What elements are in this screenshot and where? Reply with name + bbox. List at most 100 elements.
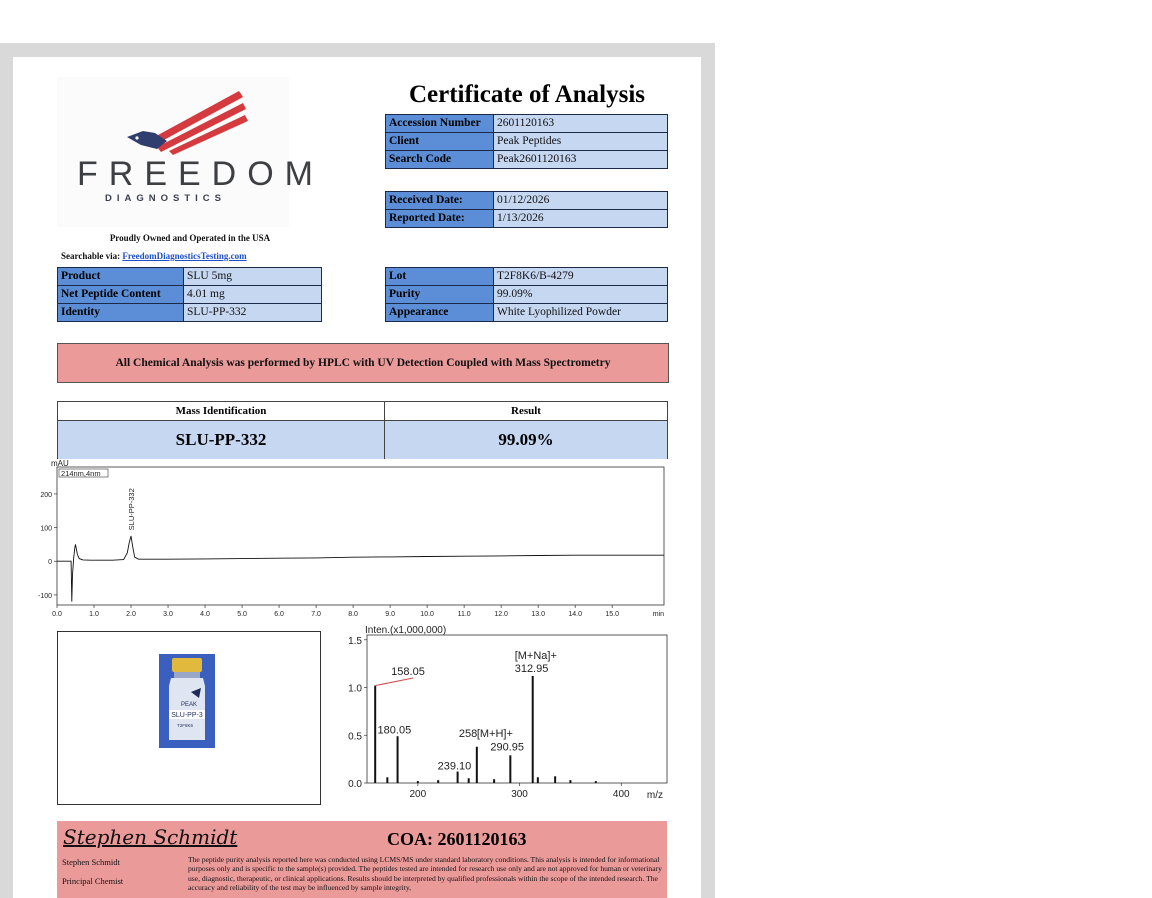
x-tick-label: 5.0 (237, 611, 247, 618)
x-tick-label: 300 (511, 789, 528, 800)
peak-label: SLU-PP-332 (127, 488, 136, 530)
page-title: Certificate of Analysis (408, 81, 646, 108)
signature-script: Stephen Schmidt (63, 825, 238, 849)
document-viewer[interactable]: FREEDOM DIAGNOSTICS Proudly Owned and Op… (0, 43, 715, 898)
chemist-role: Principal Chemist (62, 876, 124, 886)
adduct-annotation: [M+H]+ (477, 728, 513, 740)
eagle-flag-icon (127, 91, 248, 155)
x-tick-label: 200 (410, 789, 427, 800)
chromatogram-trace (57, 535, 664, 602)
chemist-name: Stephen Schmidt (62, 857, 120, 867)
client-key: Client (385, 132, 494, 151)
mass-identification-table: Mass Identification Result SLU-PP-332 99… (57, 401, 668, 459)
x-tick-label: 2.0 (126, 611, 136, 618)
vial-photo-frame: PEAK SLU-PP-3 T2F8K6 (57, 631, 321, 805)
peak-label: 180.05 (378, 724, 412, 736)
x-tick-label: 11.0 (458, 611, 471, 618)
y-axis-label: Inten.(x1,000,000) (365, 625, 446, 636)
logo-subtitle: DIAGNOSTICS (105, 193, 226, 204)
plot-frame (56, 466, 665, 606)
x-axis-label: m/z (647, 790, 663, 801)
vial-lot: T2F8K6 (177, 723, 194, 728)
searchable-line: Searchable via: FreedomDiagnosticsTestin… (61, 251, 247, 261)
purity-key: Purity (385, 285, 494, 304)
accession-key: Accession Number (385, 114, 494, 133)
peak-label: 239.10 (438, 761, 472, 773)
mass-spectrum: Inten.(x1,000,000) 0.0 0.5 1.0 1.5 200 300 400 m… (348, 625, 668, 801)
net-peptide-value: 4.01 mg (183, 285, 322, 304)
reported-date-key: Reported Date: (385, 209, 494, 228)
x-tick-label: 6.0 (274, 611, 284, 618)
received-date-key: Received Date: (385, 191, 494, 210)
x-tick-label: 400 (613, 789, 630, 800)
identity-value: SLU-PP-332 (183, 303, 322, 322)
peak-label-leader (375, 677, 414, 687)
searchable-label: Searchable via: (61, 251, 121, 261)
lot-key: Lot (385, 267, 494, 286)
result-value: 99.09% (384, 420, 668, 459)
peak-label: 312.95 (515, 663, 549, 675)
method-banner: All Chemical Analysis was performed by H… (57, 343, 669, 383)
x-tick-label: 9.0 (385, 611, 395, 618)
product-value: SLU 5mg (183, 267, 322, 286)
x-tick-label: 12.0 (494, 611, 508, 618)
logo-wordmark: FREEDOM (77, 155, 324, 193)
table-header-row: Mass Identification Result (57, 401, 668, 421)
plot-frame (366, 634, 668, 784)
purity-value: 99.09% (493, 285, 668, 304)
vial-brand: PEAK (181, 702, 197, 708)
appearance-value: White Lyophilized Powder (493, 303, 668, 322)
x-tick-label: 0.0 (52, 611, 62, 618)
client-value: Peak Peptides (493, 132, 668, 151)
x-tick-label: 8.0 (348, 611, 358, 618)
table-row: Received Date:01/12/2026 (385, 191, 668, 210)
x-tick-label: 15.0 (605, 611, 619, 618)
x-tick-label: 3.0 (163, 611, 173, 618)
legend-entry: 214nm,4nm (61, 469, 101, 478)
product-key: Product (57, 267, 184, 286)
x-axis-label: min (653, 611, 664, 618)
y-tick-label: 200 (40, 492, 52, 499)
peak-label: 258 (459, 728, 477, 740)
certificate-page: FREEDOM DIAGNOSTICS Proudly Owned and Op… (13, 57, 701, 898)
mass-identification-value: SLU-PP-332 (57, 420, 385, 459)
appearance-key: Appearance (385, 303, 494, 322)
adduct-annotation: [M+Na]+ (515, 650, 557, 662)
peak-label: 290.95 (490, 742, 524, 754)
vial-photo: PEAK SLU-PP-3 T2F8K6 (159, 654, 215, 748)
peak-label: 158.05 (391, 666, 425, 678)
y-tick-label: 0.0 (348, 779, 362, 790)
reported-date-value: 1/13/2026 (493, 209, 668, 228)
y-tick-label: 1.5 (348, 636, 362, 647)
searchable-link[interactable]: FreedomDiagnosticsTesting.com (122, 251, 247, 261)
y-axis-label: mAU (51, 459, 69, 468)
tagline: Proudly Owned and Operated in the USA (109, 233, 271, 243)
dates-table: Received Date:01/12/2026 Reported Date:1… (385, 191, 668, 228)
x-tick-label: 13.0 (531, 611, 545, 618)
search-code-key: Search Code (385, 150, 494, 169)
y-tick-label: 1.0 (348, 684, 362, 695)
y-tick-label: 0 (48, 559, 52, 566)
y-tick-label: -100 (38, 593, 52, 600)
x-tick-label: 1.0 (89, 611, 99, 618)
x-tick-label: 14.0 (568, 611, 582, 618)
received-date-value: 01/12/2026 (493, 191, 668, 210)
legend-box (58, 468, 109, 478)
coa-number: COA: 2601120163 (387, 829, 527, 849)
accession-value: 2601120163 (493, 114, 668, 133)
y-tick-label: 0.5 (348, 731, 362, 742)
net-peptide-key: Net Peptide Content (57, 285, 184, 304)
x-tick-label: 4.0 (200, 611, 210, 618)
